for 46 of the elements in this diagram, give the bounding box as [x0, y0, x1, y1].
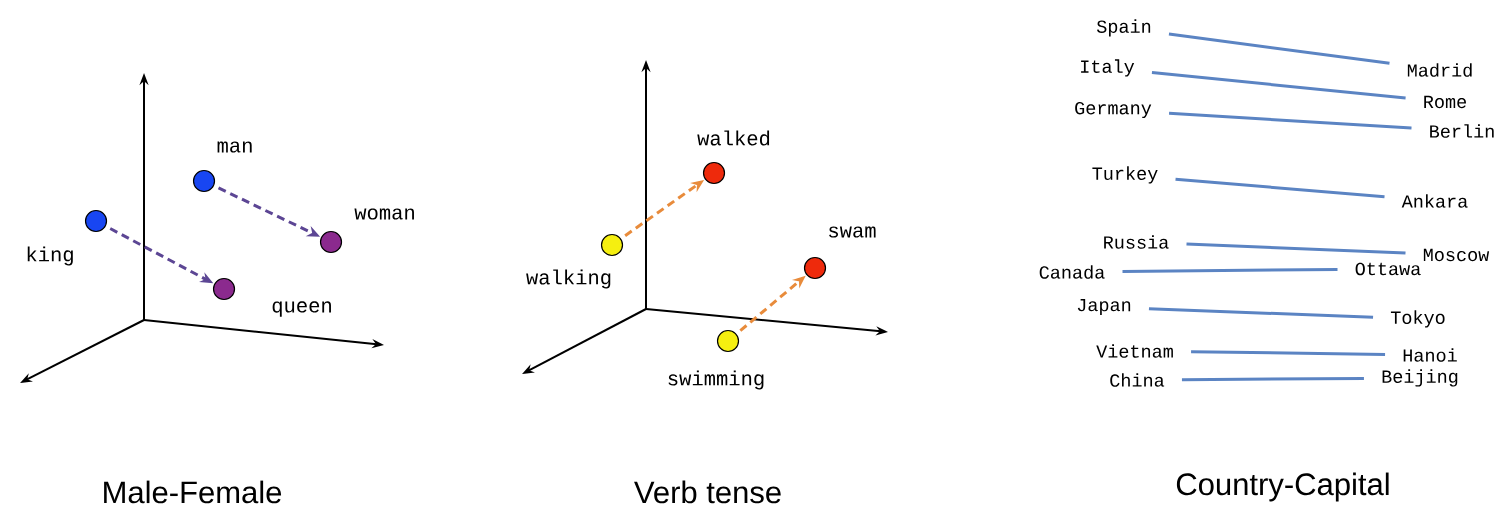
connector-line [1186, 242, 1406, 255]
country-label: Germany [1075, 101, 1152, 119]
capital-label: Berlin [1430, 124, 1494, 138]
country-label: China [1110, 373, 1165, 387]
word-label: man [217, 141, 252, 153]
word-label: walking [526, 269, 611, 289]
connector-line [1168, 32, 1390, 65]
panel-title: Verb tense [634, 480, 781, 504]
dot [600, 233, 624, 257]
connector-line [1175, 177, 1385, 199]
dot [716, 329, 740, 353]
dot [212, 277, 236, 301]
panel-title: Country-Capital [1176, 472, 1389, 502]
capital-label: Rome [1424, 95, 1466, 109]
country-label: Russia [1104, 235, 1169, 249]
connector-line [1151, 71, 1406, 100]
connector-line [1181, 376, 1364, 382]
capital-label: Hanoi [1403, 348, 1457, 362]
dot [84, 209, 108, 233]
dot [803, 256, 827, 280]
capital-label: Ottawa [1355, 262, 1421, 276]
country-label: Vietnam [1096, 344, 1173, 358]
word-label: queen [272, 301, 331, 317]
dot [192, 169, 216, 193]
dot [319, 230, 343, 254]
country-label: Canada [1039, 265, 1105, 279]
capital-label: Beijing [1382, 369, 1458, 387]
capital-label: Moscow [1423, 248, 1490, 262]
connector-line [1191, 350, 1386, 356]
country-label: Turkey [1092, 166, 1158, 184]
capital-label: Madrid [1407, 63, 1472, 77]
word-label: swimming [668, 370, 764, 390]
country-label: Japan [1077, 299, 1131, 315]
word-label: woman [354, 208, 414, 220]
capital-label: Tokyo [1390, 310, 1445, 328]
connector-line [1168, 111, 1412, 130]
country-label: Italy [1081, 59, 1135, 77]
dot [702, 161, 726, 185]
connector-line [1148, 307, 1374, 319]
word-label: walked [697, 130, 770, 146]
connector-line [1122, 267, 1338, 273]
word-label: king [27, 246, 73, 266]
country-label: Spain [1096, 19, 1151, 37]
panel-title: Male-Female [104, 480, 282, 504]
word-label: swam [829, 226, 876, 238]
capital-label: Ankara [1401, 194, 1468, 208]
